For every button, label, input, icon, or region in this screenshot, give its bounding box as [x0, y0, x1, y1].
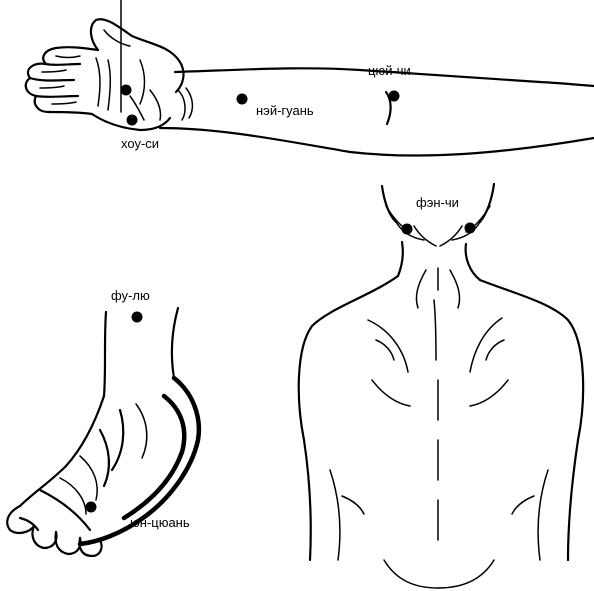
label-hou-si: хоу-си [121, 136, 160, 151]
fen-chi-point-left [401, 223, 413, 235]
hou-si-point-lower [126, 114, 138, 126]
nei-guan-point [236, 93, 248, 105]
label-fu-liu: фу-лю [111, 288, 150, 303]
fu-liu-point [131, 311, 143, 323]
fen-chi-point-right [464, 222, 476, 234]
back-illustration [297, 182, 585, 589]
label-tsyui-chi: цюй-чи [368, 63, 411, 78]
arm-illustration [24, 0, 594, 157]
tsyui-chi-point [388, 90, 400, 102]
label-nei-guan: нэй-гуань [256, 103, 314, 118]
label-fen-chi: фэн-чи [416, 195, 459, 210]
hou-si-point [120, 84, 132, 96]
foot-illustration [6, 306, 202, 558]
label-yun-tsyuan: юн-цюань [130, 515, 190, 530]
yun-tsyuan-point [85, 501, 97, 513]
